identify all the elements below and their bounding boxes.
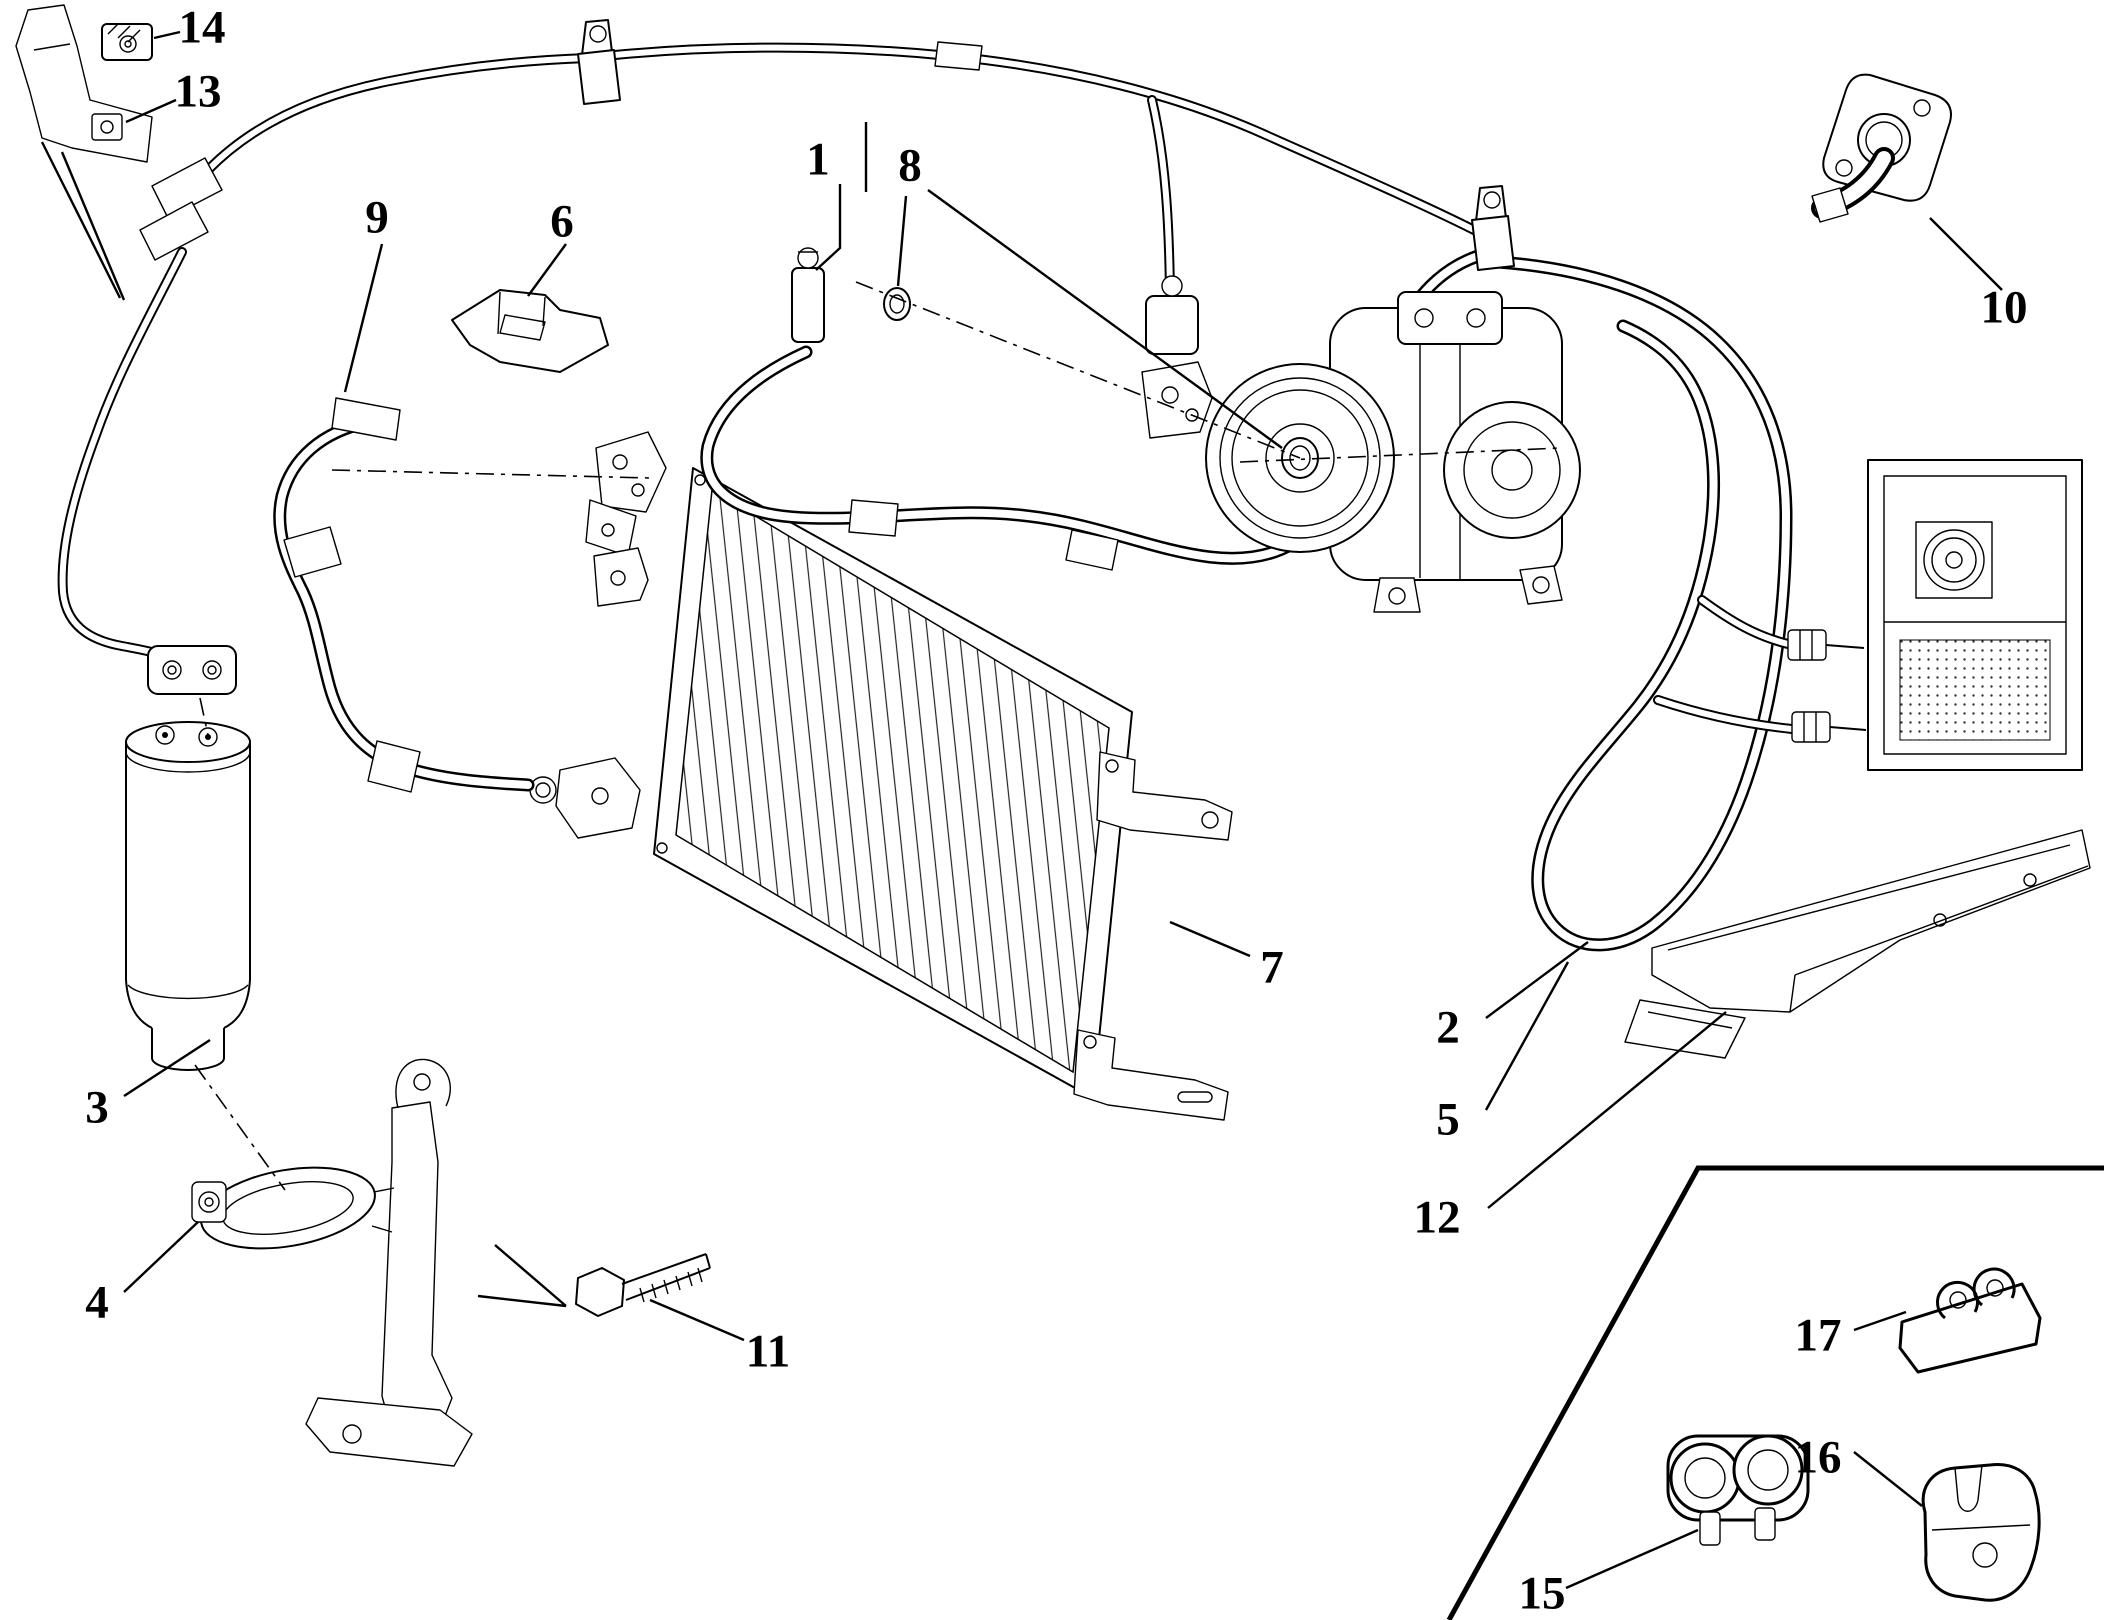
callout-3: 3 bbox=[85, 1081, 109, 1134]
callout-10: 10 bbox=[1980, 281, 2028, 334]
callout-12: 12 bbox=[1413, 1191, 1461, 1244]
condenser bbox=[529, 431, 1233, 1121]
evaporator-unit bbox=[1867, 459, 2083, 771]
callout-2: 2 bbox=[1436, 1001, 1460, 1054]
callout-14: 14 bbox=[178, 1, 226, 54]
hose-clip-15 bbox=[1666, 1434, 1810, 1546]
callout-9: 9 bbox=[365, 191, 389, 244]
drier-clamp-bracket bbox=[191, 1058, 567, 1467]
hose-clip-16 bbox=[1921, 1462, 2041, 1602]
callout-13: 13 bbox=[174, 65, 222, 118]
callout-17: 17 bbox=[1794, 1309, 1842, 1362]
callout-5: 5 bbox=[1436, 1093, 1460, 1146]
pipe-clamp-small bbox=[101, 23, 153, 61]
hose-couplings bbox=[139, 19, 1867, 793]
receiver-drier bbox=[125, 721, 251, 1071]
support-bracket bbox=[15, 4, 153, 301]
pipe-bracket bbox=[451, 289, 609, 373]
drier-inlet-fitting bbox=[147, 645, 237, 695]
hose-clip-17 bbox=[1898, 1267, 2042, 1374]
callout-7: 7 bbox=[1260, 941, 1284, 994]
callout-1: 1 bbox=[806, 133, 830, 186]
callout-4: 4 bbox=[85, 1276, 109, 1329]
protection-tray bbox=[1624, 829, 2091, 1059]
callout-8: 8 bbox=[898, 139, 922, 192]
callout-15: 15 bbox=[1518, 1567, 1566, 1620]
callout-16: 16 bbox=[1794, 1431, 1842, 1484]
union-fitting bbox=[1811, 73, 1952, 223]
mounting-bolt bbox=[575, 1253, 711, 1317]
construction-lines bbox=[194, 281, 1561, 1191]
callout-11: 11 bbox=[745, 1325, 791, 1378]
callout-6: 6 bbox=[550, 195, 574, 248]
pipe-union-fitting-1 bbox=[791, 247, 825, 343]
leader-lines bbox=[123, 30, 2003, 1590]
inset-border bbox=[1446, 1165, 2104, 1620]
